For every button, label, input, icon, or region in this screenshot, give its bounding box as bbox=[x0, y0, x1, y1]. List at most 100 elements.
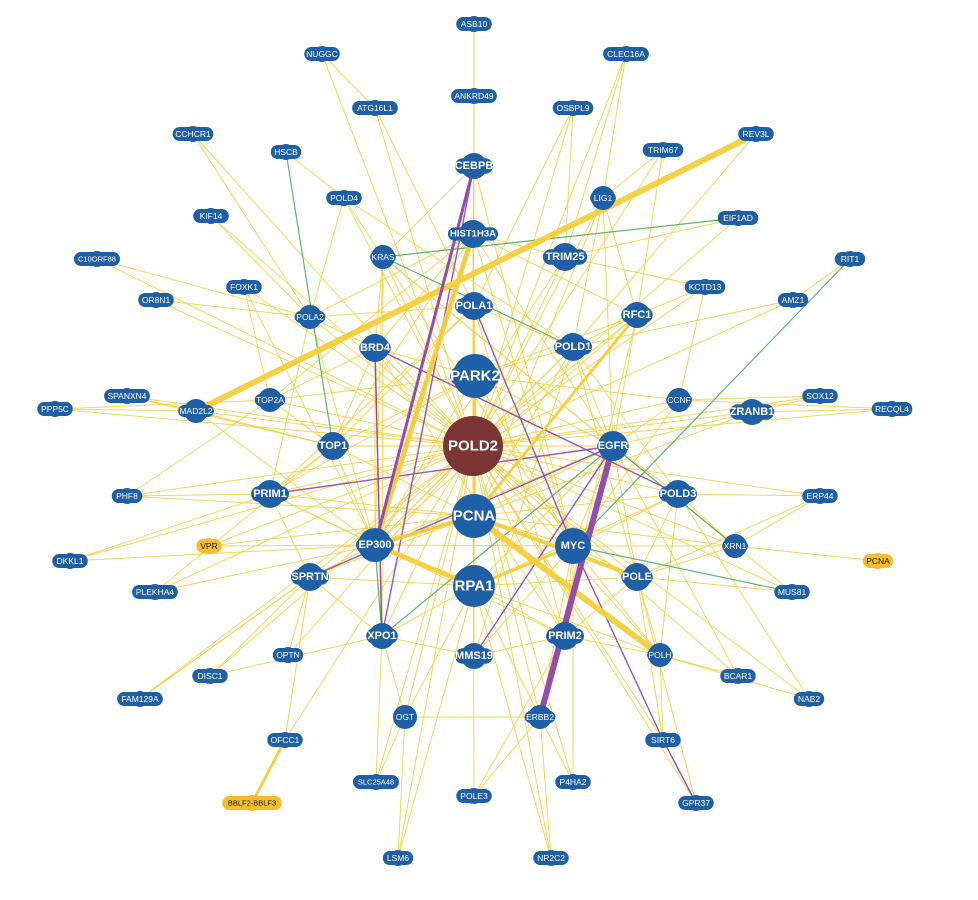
edge-pold1-lig1 bbox=[572, 197, 604, 348]
node-kctd13-core bbox=[697, 279, 713, 295]
edge-brd4-top1 bbox=[332, 347, 376, 447]
node-slc25a48[interactable]: SLC25A48 bbox=[353, 774, 399, 790]
node-dkkl1[interactable]: DKKL1 bbox=[52, 553, 88, 569]
node-p4ha2[interactable]: P4HA2 bbox=[555, 774, 591, 790]
edge-phf8-top2a bbox=[126, 399, 271, 497]
node-fam129a-core bbox=[132, 691, 148, 707]
edge-brd4-top2a bbox=[269, 347, 376, 401]
edge-polh-sirt6 bbox=[659, 654, 664, 741]
edge-pold1-mms19 bbox=[473, 346, 574, 657]
edge-pold2-bcar1 bbox=[472, 445, 739, 677]
node-erp44[interactable]: ERP44 bbox=[802, 488, 838, 504]
edge-myc-polh bbox=[572, 545, 661, 656]
node-lsm6[interactable]: LSM6 bbox=[382, 850, 414, 866]
edge-ep300-trim25 bbox=[374, 256, 566, 546]
edge-pold2-kctd13 bbox=[472, 286, 706, 447]
edge-pold2-nuggc bbox=[321, 53, 474, 447]
node-myc[interactable]: MYC bbox=[555, 528, 591, 564]
edge-myc-mms19 bbox=[473, 545, 574, 657]
node-xrn1-label-bg bbox=[722, 540, 748, 552]
edge-pold2-or8n1 bbox=[155, 299, 474, 447]
node-ccnf-label-bg bbox=[666, 394, 692, 406]
node-c10orf88[interactable]: C10ORF88 bbox=[74, 251, 120, 267]
node-foxk1[interactable]: FOXK1 bbox=[226, 279, 262, 295]
node-mus81[interactable]: MUS81 bbox=[774, 584, 810, 600]
node-rit1[interactable]: RIT1 bbox=[834, 251, 866, 267]
node-pcna[interactable]: PCNA bbox=[452, 494, 496, 538]
node-ofcc1[interactable]: OFCC1 bbox=[267, 732, 303, 748]
node-sox12[interactable]: SOX12 bbox=[802, 388, 838, 404]
edge-vpr-ep300 bbox=[208, 544, 376, 547]
node-park2-label-bg bbox=[450, 365, 500, 387]
node-fam129a[interactable]: FAM129A bbox=[117, 691, 163, 707]
node-disc1[interactable]: DISC1 bbox=[192, 668, 228, 684]
edge-pold2-sirt6 bbox=[472, 445, 664, 741]
node-rpa1-shape bbox=[453, 565, 495, 607]
node-spanxn4[interactable]: SPANXN4 bbox=[104, 388, 150, 404]
edge-hscb-pold4 bbox=[285, 151, 345, 199]
edge-c10orf88-pola2 bbox=[96, 258, 311, 318]
node-ofcc1-core bbox=[277, 732, 293, 748]
edge-sprtn-xpo1 bbox=[309, 576, 383, 637]
node-ogt[interactable]: OGT bbox=[393, 705, 417, 729]
node-asb10[interactable]: ASB10 bbox=[456, 16, 492, 32]
node-cchcr1[interactable]: CCHCR1 bbox=[172, 126, 214, 142]
node-pold2-shape bbox=[443, 416, 503, 476]
node-bcar1[interactable]: BCAR1 bbox=[720, 668, 756, 684]
node-pold4[interactable]: POLD4 bbox=[326, 190, 362, 206]
edge-zranb1-recql4 bbox=[751, 408, 893, 413]
node-kif14[interactable]: KIF14 bbox=[193, 208, 229, 224]
edge-ep300-dkkl1 bbox=[69, 544, 376, 562]
edge-lig1-trim67 bbox=[602, 149, 664, 199]
node-lsm6-core bbox=[390, 850, 406, 866]
node-gpr37[interactable]: GPR37 bbox=[678, 795, 714, 811]
node-kif14-core bbox=[203, 208, 219, 224]
edge-rev3l-pold1 bbox=[572, 133, 757, 348]
node-rev3l[interactable]: REV3L bbox=[738, 126, 774, 142]
edge-recql4-ccnf bbox=[678, 399, 893, 410]
edge-egfr-zranb1 bbox=[612, 411, 753, 447]
edge-gpr37-pole bbox=[636, 576, 697, 804]
node-sox12-core bbox=[812, 388, 828, 404]
node-hscb[interactable]: HSCB bbox=[270, 144, 302, 160]
node-pcna_v[interactable]: PCNA bbox=[862, 553, 894, 569]
node-optn[interactable]: OPTN bbox=[272, 647, 304, 663]
node-egfr-label-bg bbox=[597, 438, 629, 454]
node-pcna_v-core bbox=[870, 553, 886, 569]
node-recql4[interactable]: RECQL4 bbox=[871, 401, 913, 417]
node-amz1-core bbox=[785, 292, 801, 308]
node-trim67[interactable]: TRIM67 bbox=[642, 142, 684, 158]
node-amz1[interactable]: AMZ1 bbox=[777, 292, 809, 308]
node-ankrd49[interactable]: ANKRD49 bbox=[451, 88, 497, 104]
node-rpa1[interactable]: RPA1 bbox=[453, 565, 495, 607]
edge-pold2-plekha4 bbox=[154, 445, 474, 593]
edge-pola1-pold1 bbox=[473, 305, 574, 348]
node-nab2[interactable]: NAB2 bbox=[793, 691, 825, 707]
node-vpr[interactable]: VPR bbox=[196, 538, 222, 554]
node-nr2c2[interactable]: NR2C2 bbox=[533, 850, 569, 866]
node-disc1-core bbox=[202, 668, 218, 684]
edge-thick-pcna-polh bbox=[471, 513, 663, 658]
node-eif1ad[interactable]: EIF1AD bbox=[717, 210, 759, 226]
edge-park2-egfr bbox=[474, 375, 614, 447]
node-plekha4[interactable]: PLEKHA4 bbox=[132, 584, 178, 600]
node-sirt6[interactable]: SIRT6 bbox=[645, 732, 681, 748]
node-ppp5c[interactable]: PPP5C bbox=[37, 401, 73, 417]
node-pole3[interactable]: POLE3 bbox=[456, 788, 492, 804]
node-nuggc[interactable]: NUGGC bbox=[304, 46, 340, 62]
node-hscb-core bbox=[278, 144, 294, 160]
node-kctd13[interactable]: KCTD13 bbox=[684, 279, 726, 295]
edge-pold2-mad2l2 bbox=[195, 410, 474, 447]
node-atg16l1[interactable]: ATG16L1 bbox=[352, 100, 398, 116]
node-pold2[interactable]: POLD2 bbox=[443, 416, 503, 476]
node-clec16a[interactable]: CLEC16A bbox=[603, 46, 649, 62]
edge-amz1-pold1 bbox=[572, 299, 794, 348]
node-erbb2-label-bg bbox=[524, 711, 556, 723]
node-osbpl9[interactable]: OSBPL9 bbox=[552, 100, 594, 116]
node-prim1-label-bg bbox=[251, 486, 289, 502]
node-bblf2[interactable]: BBLF2-BBLF3 bbox=[222, 795, 282, 811]
edge-erbb2-nr2c2 bbox=[539, 716, 552, 859]
node-or8n1[interactable]: OR8N1 bbox=[138, 292, 174, 308]
node-phf8[interactable]: PHF8 bbox=[111, 488, 143, 504]
edge-pold2-trim67 bbox=[472, 149, 664, 447]
